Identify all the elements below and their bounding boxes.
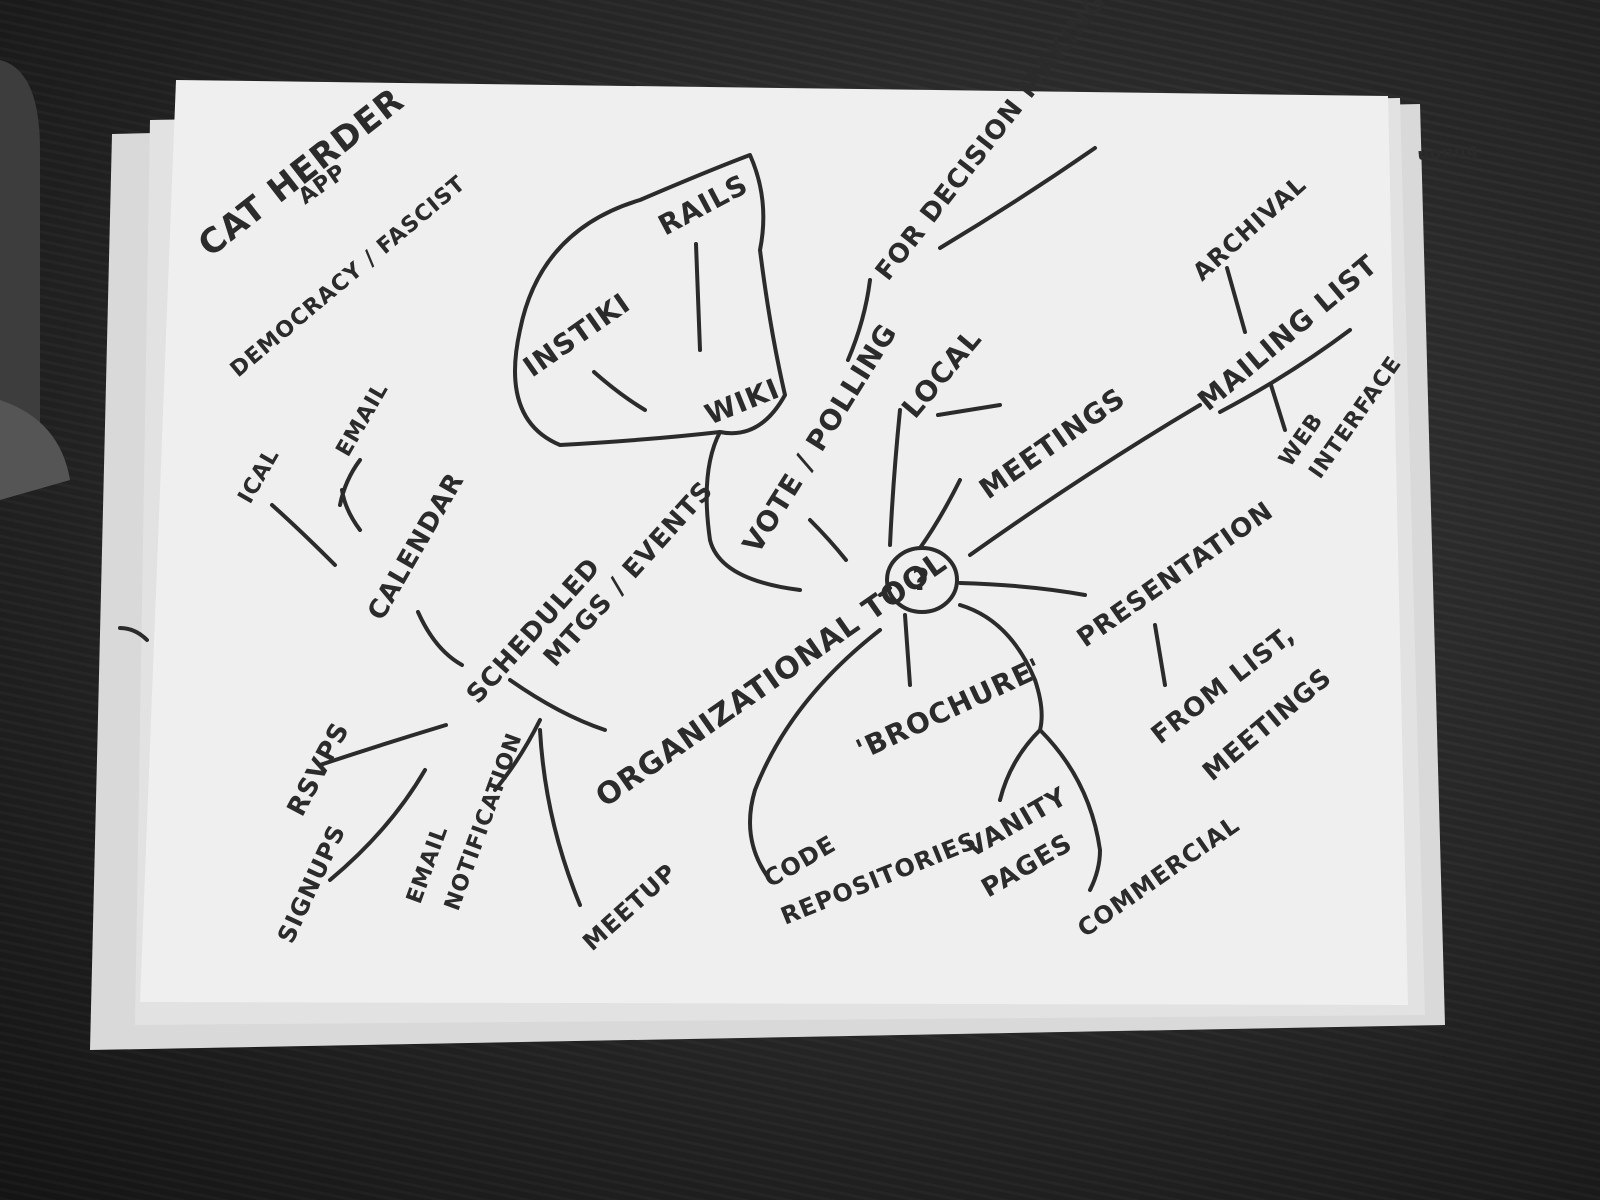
dark-object-highlight bbox=[0, 400, 70, 500]
paper-front-sheet bbox=[140, 80, 1408, 1005]
dark-object bbox=[0, 60, 40, 470]
mindmap-lines bbox=[118, 146, 1352, 907]
wiki-cloud bbox=[513, 153, 787, 447]
edge-scrawl: uonog bbox=[1417, 140, 1480, 164]
hub-question-mark: ? bbox=[912, 563, 930, 598]
